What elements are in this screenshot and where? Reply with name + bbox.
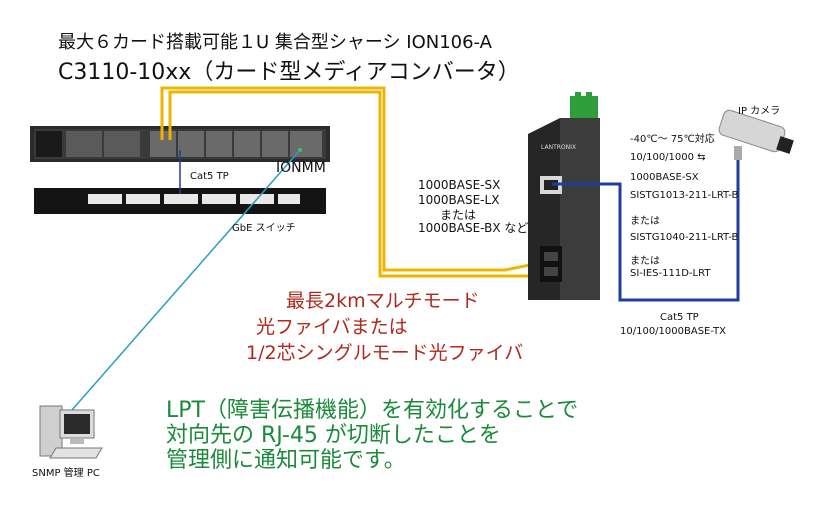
- fiber-distance-text: 光ファイバまたは: [256, 316, 408, 338]
- pc-icon: [39, 405, 103, 459]
- ip-camera: [718, 109, 794, 160]
- spec-line: 1000BASE-SX: [630, 172, 699, 183]
- tx-label: 10/100/1000BASE-TX: [620, 326, 727, 337]
- ip-camera-label: IP カメラ: [738, 106, 781, 117]
- spec-line: SI-IES-111D-LRT: [630, 268, 711, 279]
- fiber-link-a: [160, 86, 546, 272]
- spec-line: または: [630, 216, 660, 227]
- device-brand: LANTRONIX: [541, 144, 576, 151]
- cat5-tp-bottom-label: Cat5 TP: [660, 312, 699, 323]
- lpt-note: 管理側に通知可能です。: [166, 448, 406, 473]
- snmp-pc-label: SNMP 管理 PC: [32, 468, 100, 479]
- fiber-type-lx: 1000BASE-LX: [418, 193, 500, 207]
- fiber-link-b: [168, 90, 545, 278]
- media-converter: [528, 92, 600, 300]
- copper-link-camera: [552, 152, 740, 302]
- lpt-note: LPT（障害伝播機能）を有効化することで: [166, 398, 579, 423]
- fiber-type-sx: 1000BASE-SX: [418, 178, 501, 192]
- fiber-type-bx: 1000BASE-BX など: [418, 221, 529, 235]
- fiber-type-or: または: [440, 208, 477, 222]
- spec-line: または: [630, 256, 660, 267]
- fiber-distance-text: 最長2kmマルチモード: [286, 290, 480, 312]
- spec-line: -40℃～ 75℃対応: [630, 134, 715, 145]
- spec-line: SISTG1013-211-LRT-B: [630, 190, 739, 201]
- chassis-ion106: [30, 126, 330, 162]
- cat5-tp-top-label: Cat5 TP: [190, 171, 229, 182]
- diagram-title-line1: 最大６カード搭載可能１U 集合型シャーシ ION106-A: [58, 32, 492, 53]
- spec-line: 10/100/1000 ⇆: [630, 152, 706, 163]
- fiber-distance-text: 1/2芯シングルモード光ファイバ: [246, 342, 524, 364]
- management-link: [71, 149, 301, 411]
- diagram-title-line2: C3110-10xx（カード型メディアコンバータ）: [58, 60, 520, 85]
- spec-line: SISTG1040-211-LRT-B: [630, 232, 739, 243]
- gbe-switch-label: GbE スイッチ: [232, 223, 296, 234]
- lpt-note: 対向先の RJ-45 が切断したことを: [166, 423, 501, 448]
- ionmm-label: IONMM: [276, 160, 326, 176]
